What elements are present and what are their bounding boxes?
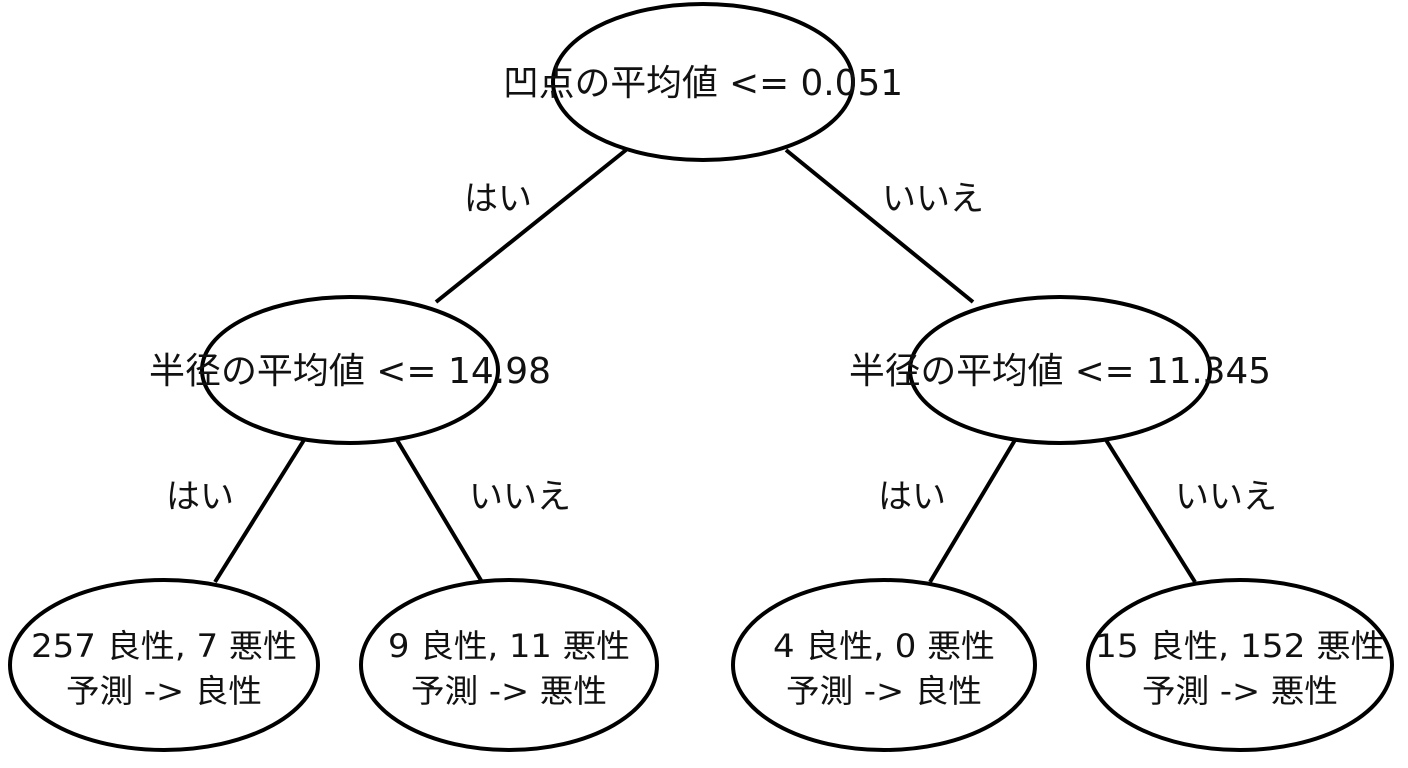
edge-right-to-leaf-4 — [1104, 438, 1197, 584]
leaf-node-2-ellipse — [359, 578, 659, 752]
right-split-node-label: 半径の平均値 <= 11.345 — [849, 351, 1271, 392]
edge-root-to-right — [784, 148, 975, 304]
edge-label-root-no: いいえ — [882, 179, 984, 219]
edge-label-left-yes: はい — [166, 477, 234, 517]
edge-label-left-no: いいえ — [469, 477, 571, 517]
leaf-node-1-prediction: 予測 -> 良性 — [66, 672, 262, 710]
left-split-node-label: 半径の平均値 <= 14.98 — [149, 351, 551, 392]
leaf-node-3-ellipse — [731, 578, 1037, 752]
leaf-node-2-counts: 9 良性, 11 悪性 — [388, 627, 630, 665]
edge-left-to-leaf-2 — [395, 438, 484, 584]
leaf-node-1-ellipse — [8, 578, 320, 752]
edge-label-root-yes: はい — [464, 179, 532, 219]
edge-label-right-yes: はい — [878, 477, 946, 517]
edge-label-right-no: いいえ — [1175, 477, 1277, 517]
leaf-node-2-prediction: 予測 -> 悪性 — [411, 672, 607, 710]
leaf-node-4-prediction: 予測 -> 悪性 — [1142, 672, 1338, 710]
leaf-node-1-counts: 257 良性, 7 悪性 — [31, 627, 297, 665]
leaf-node-3: 4 良性, 0 悪性 予測 -> 良性 — [731, 578, 1037, 752]
leaf-node-4: 15 良性, 152 悪性 予測 -> 悪性 — [1086, 578, 1394, 752]
leaf-node-2: 9 良性, 11 悪性 予測 -> 悪性 — [359, 578, 659, 752]
leaf-node-1: 257 良性, 7 悪性 予測 -> 良性 — [8, 578, 320, 752]
left-split-node: 半径の平均値 <= 14.98 — [149, 295, 551, 445]
edge-root-to-left — [434, 148, 628, 304]
root-node: 凹点の平均値 <= 0.051 — [503, 2, 903, 162]
root-node-ellipse — [551, 2, 855, 162]
edge-left-to-leaf-1 — [213, 438, 306, 584]
leaf-node-3-counts: 4 良性, 0 悪性 — [773, 627, 995, 665]
right-split-node: 半径の平均値 <= 11.345 — [849, 295, 1271, 445]
edge-right-to-leaf-3 — [928, 438, 1017, 584]
root-node-label: 凹点の平均値 <= 0.051 — [503, 63, 903, 104]
right-split-node-ellipse — [908, 295, 1212, 445]
leaf-node-4-ellipse — [1086, 578, 1394, 752]
leaf-node-3-prediction: 予測 -> 良性 — [786, 672, 982, 710]
leaf-node-4-counts: 15 良性, 152 悪性 — [1095, 627, 1385, 665]
left-split-node-ellipse — [200, 295, 500, 445]
